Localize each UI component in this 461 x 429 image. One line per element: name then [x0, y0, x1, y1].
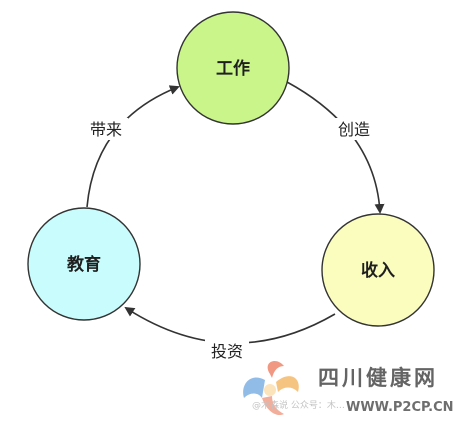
- node-education-label: 教育: [66, 254, 101, 275]
- node-income-circle: [321, 213, 435, 327]
- phoenix-logo-icon: [243, 360, 299, 416]
- node-income: 收入: [321, 213, 435, 327]
- node-education-circle: [27, 207, 141, 321]
- edge-label-invest: 投资: [211, 342, 243, 361]
- node-income-label: 收入: [361, 260, 395, 281]
- edge-work-to-income: [286, 81, 385, 214]
- edge-label-create: 创造: [338, 120, 370, 139]
- watermark: 四川健康网 @木森说 公众号：木… WWW.P2CP.CN: [243, 360, 454, 416]
- watermark-author: @木森说 公众号：木…: [252, 399, 345, 411]
- edge-income-to-education: [124, 306, 336, 344]
- node-work: 工作: [176, 11, 290, 125]
- node-work-circle: [176, 11, 290, 125]
- node-work-label: 工作: [216, 58, 250, 79]
- edge-label-bring: 带来: [90, 120, 122, 139]
- watermark-site-name: 四川健康网: [318, 366, 438, 390]
- watermark-url: WWW.P2CP.CN: [346, 400, 454, 415]
- node-education: 教育: [27, 207, 141, 321]
- edge-education-to-work: [86, 85, 180, 208]
